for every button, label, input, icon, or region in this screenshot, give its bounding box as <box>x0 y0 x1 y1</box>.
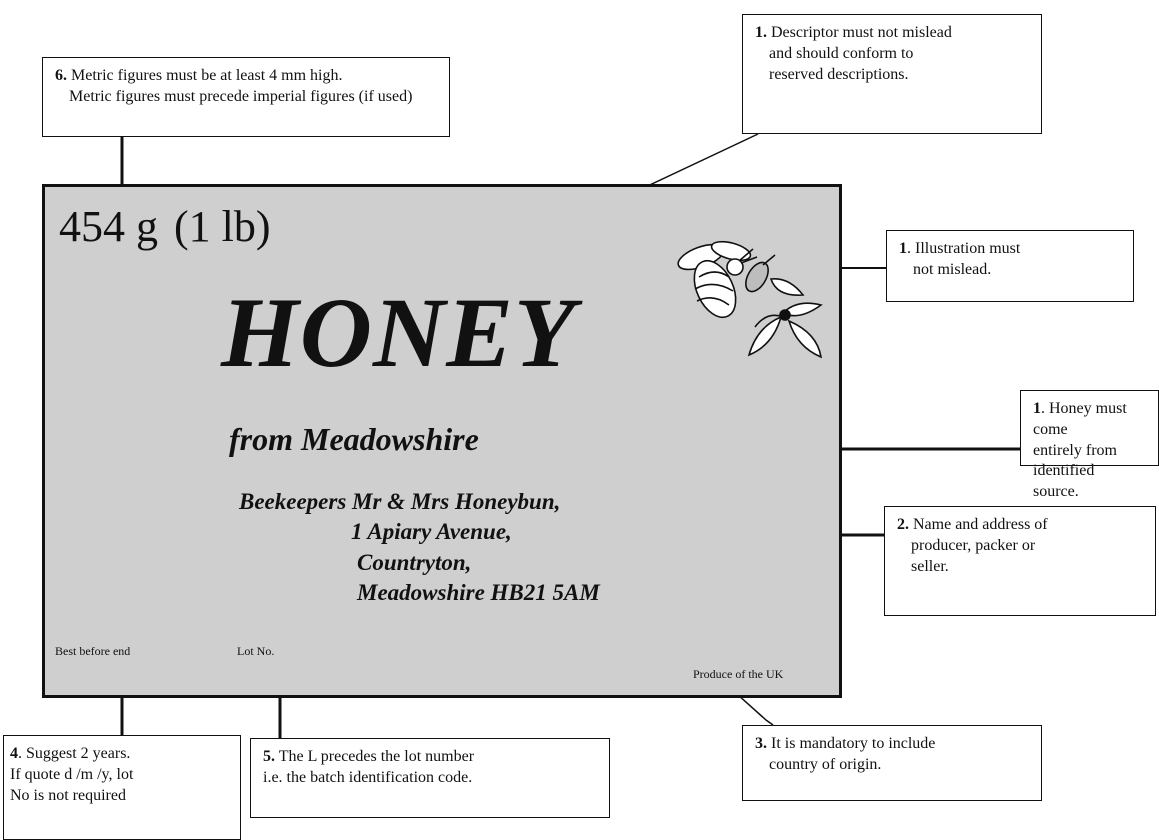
annotation-number: 4 <box>10 745 18 762</box>
address-line: Countryton, <box>357 549 472 575</box>
product-name: HONEY <box>221 277 576 388</box>
annotation-text: producer, packer or <box>911 536 1036 554</box>
annotation-text: The L precedes the lot number <box>275 748 475 765</box>
annotation-source: 1. Honey must come entirely from identif… <box>1020 390 1159 500</box>
annotation-descriptor: 1. Descriptor must not mislead and shoul… <box>742 14 1042 134</box>
annotation-text: country of origin. <box>769 755 882 773</box>
annotation-text: source. <box>1033 483 1079 501</box>
annotation-text: Name and address of <box>909 516 1048 533</box>
annotation-number: 6. <box>55 67 67 84</box>
weight-declaration: 454 g (1 lb) <box>59 205 271 249</box>
annotation-metric-figures: 6. Metric figures must be at least 4 mm … <box>42 57 450 137</box>
annotation-number: 5. <box>263 748 275 765</box>
address-line: 1 Apiary Avenue, <box>351 519 512 545</box>
annotation-text: not mislead. <box>913 260 992 278</box>
annotation-number: 1 <box>899 240 907 257</box>
annotation-text: i.e. the batch identification code. <box>263 768 473 786</box>
annotation-text: reserved descriptions. <box>769 65 909 83</box>
annotation-text: Metric figures must be at least 4 mm hig… <box>71 67 343 84</box>
annotation-text: seller. <box>911 557 949 575</box>
address-line: Meadowshire HB21 5AM <box>357 580 600 606</box>
annotation-text: . Honey must come <box>1033 400 1127 438</box>
weight-metric: 454 g <box>59 202 158 251</box>
annotation-text: . Suggest 2 years. <box>18 745 131 762</box>
annotation-text: If quote d /m /y, lot <box>10 765 134 783</box>
producer-address: Beekeepers Mr & Mrs Honeybun, 1 Apiary A… <box>239 487 600 608</box>
annotation-text: and should conform to <box>769 44 914 62</box>
weight-imperial: (1 lb) <box>174 202 271 251</box>
bee-flower-icon <box>677 240 823 359</box>
annotation-number: 1. <box>755 24 767 41</box>
origin-text: from Meadowshire <box>229 421 479 457</box>
annotation-lot-number: 5. The L precedes the lot number i.e. th… <box>250 738 610 818</box>
annotation-text: entirely from identified <box>1033 441 1117 480</box>
annotation-number: 2. <box>897 516 909 533</box>
annotation-number: 3. <box>755 735 767 752</box>
origin-line: from Meadowshire <box>229 423 479 455</box>
annotation-text: Descriptor must not mislead <box>771 24 952 41</box>
annotation-producer: 2. Name and address of producer, packer … <box>884 506 1156 616</box>
lot-number-text: Lot No. <box>237 644 275 658</box>
address-line: Beekeepers Mr & Mrs Honeybun, <box>239 489 561 514</box>
annotation-text: Metric figures must precede imperial fig… <box>69 87 413 105</box>
annotation-illustration: 1. Illustration must not mislead. <box>886 230 1134 302</box>
annotation-text: . Illustration must <box>907 240 1021 257</box>
country-of-origin-text: Produce of the UK <box>693 667 784 681</box>
best-before-text: Best before end <box>55 644 131 658</box>
honey-label: 454 g (1 lb) HONEY from Meadowshire Beeke… <box>42 184 842 698</box>
annotation-best-before: 4. Suggest 2 years. If quote d /m /y, lo… <box>3 735 241 840</box>
annotation-text: No is not required <box>10 786 126 804</box>
annotation-country-of-origin: 3. It is mandatory to include country of… <box>742 725 1042 801</box>
annotation-number: 1 <box>1033 400 1041 417</box>
annotation-text: It is mandatory to include <box>767 735 936 752</box>
